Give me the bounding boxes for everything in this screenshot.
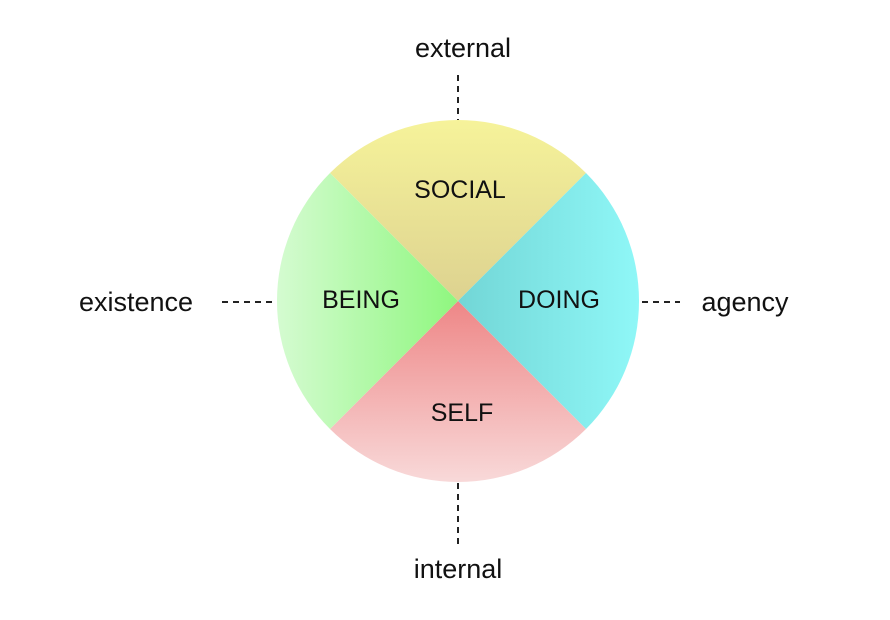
quadrant-label-being: BEING (322, 286, 400, 314)
axis-label-external: external (415, 33, 511, 63)
quadrant-label-social: SOCIAL (414, 176, 506, 204)
quadrant-doing (458, 173, 640, 429)
axis-label-internal: internal (414, 554, 503, 584)
quadrant-label-doing: DOING (518, 286, 600, 314)
quadrant-label-self: SELF (431, 399, 494, 427)
quadrant-being (276, 173, 458, 429)
axis-label-existence: existence (79, 287, 193, 317)
quadrant-self (330, 301, 586, 483)
axis-label-agency: agency (701, 287, 789, 317)
quadrant-social (330, 119, 586, 301)
